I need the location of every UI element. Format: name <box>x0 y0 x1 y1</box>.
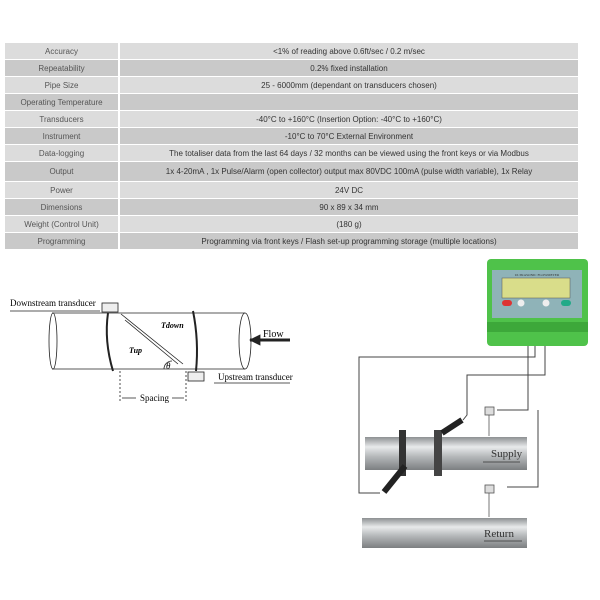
row-value: -40°C to +160°C (Insertion Option: -40°C… <box>120 111 578 127</box>
downstream-transducer-icon <box>101 302 119 313</box>
row-value: Programming via front keys / Flash set-u… <box>120 233 578 249</box>
temp-sensor-return <box>484 484 495 494</box>
spacing-label: Spacing <box>140 393 169 403</box>
row-value: (180 g) <box>120 216 578 232</box>
row-value: <1% of reading above 0.6ft/sec / 0.2 m/s… <box>120 43 578 59</box>
row-label: Data-logging <box>5 145 120 161</box>
table-row: Instrument-10°C to 70°C External Environ… <box>5 128 578 144</box>
return-pipe <box>362 518 527 548</box>
row-label: Weight (Control Unit) <box>5 216 120 232</box>
row-value: 24V DC <box>120 182 578 198</box>
pipe-end-right <box>238 312 252 370</box>
wire <box>507 410 539 488</box>
terminal-block <box>487 322 588 332</box>
clamp-left <box>399 430 406 476</box>
pipe-end-left <box>48 312 58 370</box>
row-label: Power <box>5 182 120 198</box>
pipe-outline <box>52 312 245 370</box>
row-label: Programming <box>5 233 120 249</box>
upstream-label: Upstream transducer <box>218 372 293 382</box>
supply-pipe <box>365 437 527 470</box>
transducer-upper <box>440 417 464 436</box>
flow-label: Flow <box>263 329 284 340</box>
theta-arc <box>163 360 173 370</box>
transducer-lower <box>381 464 408 494</box>
row-label: Operating Temperature <box>5 94 120 110</box>
row-value: 25 - 6000mm (dependant on transducers ch… <box>120 77 578 93</box>
spacing-guides <box>119 371 187 402</box>
transit-time-diagram <box>10 302 290 402</box>
temp-sensor-supply <box>484 406 495 416</box>
row-value: 1x 4-20mA , 1x Pulse/Alarm (open collect… <box>120 162 578 181</box>
table-row: Transducers-40°C to +160°C (Insertion Op… <box>5 111 578 127</box>
wire <box>497 345 529 411</box>
flow-arrowhead <box>249 334 261 346</box>
supply-label: Supply <box>491 448 523 460</box>
row-value: 90 x 89 x 34 mm <box>120 199 578 215</box>
row-value: The totaliser data from the last 64 days… <box>120 145 578 161</box>
enter-key[interactable] <box>561 300 571 306</box>
row-value: -10°C to 70°C External Environment <box>120 128 578 144</box>
row-label: Dimensions <box>5 199 120 215</box>
clamp-left <box>105 312 114 372</box>
row-value: 0.2% fixed installation <box>120 60 578 76</box>
device-screen <box>501 277 571 299</box>
row-value <box>120 94 578 110</box>
theta-label: θ <box>166 361 171 371</box>
menu-key[interactable] <box>502 300 512 306</box>
tdown-label: Tdown <box>161 321 184 330</box>
row-label: Pipe Size <box>5 77 120 93</box>
table-row: Weight (Control Unit)(180 g) <box>5 216 578 232</box>
downstream-label: Downstream transducer <box>10 298 96 308</box>
row-label: Transducers <box>5 111 120 127</box>
spec-table: Accuracy<1% of reading above 0.6ft/sec /… <box>5 42 578 250</box>
return-label: Return <box>484 528 514 540</box>
tup-label: Tup <box>129 346 142 355</box>
row-label: Accuracy <box>5 43 120 59</box>
row-label: Output <box>5 162 120 181</box>
row-label: Instrument <box>5 128 120 144</box>
clamp-right <box>192 310 198 372</box>
right-key[interactable] <box>542 299 550 307</box>
device-title: ULTRASONIC FLOWMETER <box>515 273 560 277</box>
signal-path <box>120 313 184 365</box>
wire <box>358 345 536 494</box>
up-key[interactable] <box>517 299 525 307</box>
installation-diagram: ULTRASONIC FLOWMETER Supply Return <box>358 259 588 548</box>
table-row: Operating Temperature <box>5 94 578 110</box>
table-row: Accuracy<1% of reading above 0.6ft/sec /… <box>5 43 578 59</box>
wire <box>462 345 546 421</box>
clamp-right <box>434 430 442 476</box>
upstream-transducer-icon <box>187 371 205 382</box>
row-label: Repeatability <box>5 60 120 76</box>
